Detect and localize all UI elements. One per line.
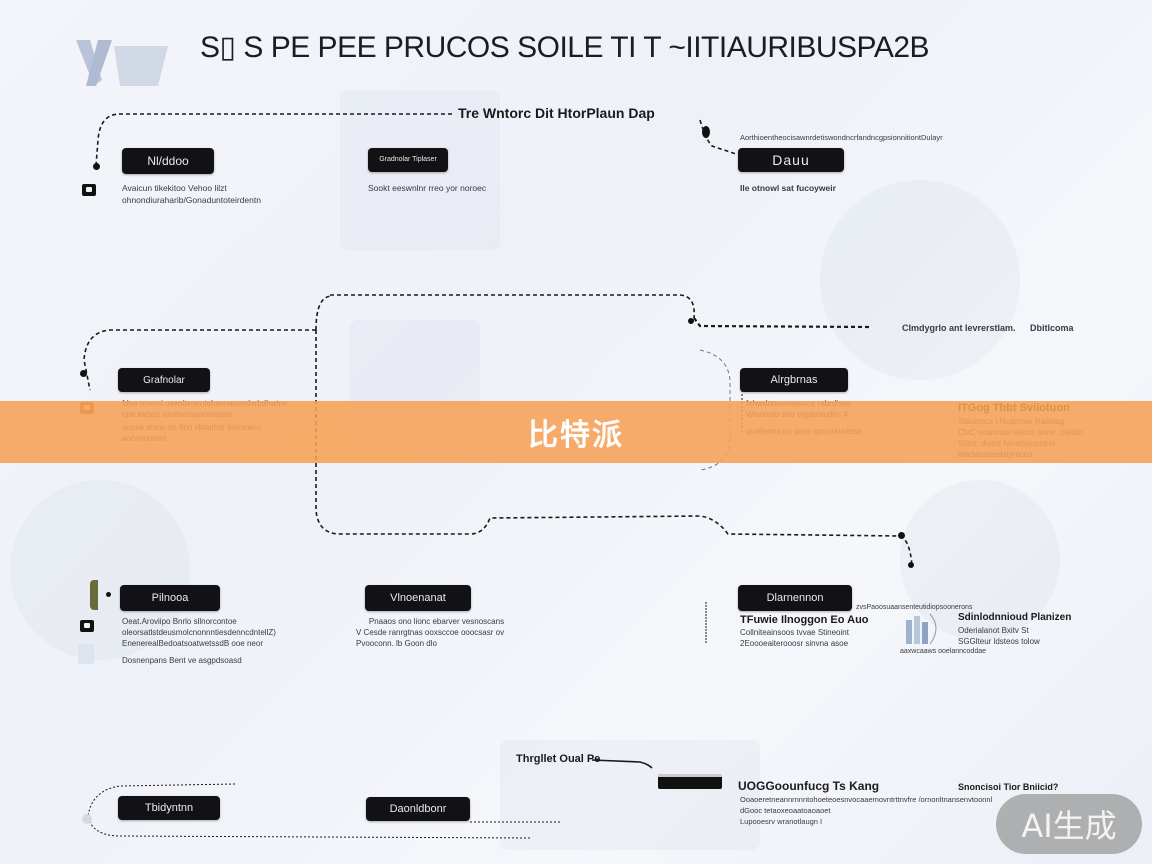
image-icon xyxy=(82,184,96,196)
building-icon xyxy=(906,613,937,645)
node-pill-n10[interactable]: Tbidyntnn xyxy=(118,796,220,820)
banner-text: 比特派 xyxy=(528,418,624,453)
connector-node-dot xyxy=(908,562,914,568)
brand-logo-icon xyxy=(76,40,168,86)
connector-node-dot xyxy=(898,532,905,539)
bottom-bar-element xyxy=(658,774,722,789)
connector-node-dot xyxy=(106,592,111,597)
background-blob xyxy=(10,480,190,660)
node-pill-n11[interactable]: Daonldbonr xyxy=(366,797,470,821)
node-note-n9: zvsPaoosuaansenteutidiopsoonerons xyxy=(856,604,973,611)
node-heading-n8: TFuwie Ilnoggon Eo Auo xyxy=(740,614,869,626)
background-blob xyxy=(900,480,1060,640)
bottom-center-label: Thrgllet Oual Pe xyxy=(516,753,601,765)
node-heading-n12: UOGGoounfucg Ts Kang xyxy=(738,779,880,793)
node-desc-n12: Ooaoeretneannrnnntohoeteoesnvocaaemovntr… xyxy=(740,795,993,826)
background-panel xyxy=(500,740,760,850)
arrow-label-2: Dbitlcoma xyxy=(1030,323,1074,333)
arrow-label-1: Clmdygrlo ant Ievrerstlam. xyxy=(902,323,1016,333)
node-pill-n5[interactable]: Alrgbrnas xyxy=(740,368,848,392)
image-icon xyxy=(80,620,94,632)
ai-generated-watermark: AI生成 xyxy=(996,794,1142,854)
overlay-banner: 比特派 xyxy=(0,401,1152,463)
node-pill-n2[interactable]: Gradnolar Tiplaser xyxy=(368,148,448,172)
node-pill-n4[interactable]: Grafnolar xyxy=(118,368,210,392)
bottom-right-label: Snoncisoi Tior Bniicid? xyxy=(958,782,1059,792)
node-pill-n7[interactable]: Vlnoenanat xyxy=(365,585,471,611)
node-pill-n3[interactable]: Dauu xyxy=(738,148,844,172)
node-note-n3: Aorthioentheocisawnrdetiswondncrfandncgp… xyxy=(740,133,943,142)
connector-node-dot xyxy=(688,318,694,324)
connector-node-dot xyxy=(93,163,100,170)
node-pill-n8[interactable]: Dlarnennon xyxy=(738,585,852,611)
node-subnote-n9: aaxwcaaws ooelanncoddae xyxy=(900,648,987,655)
node-desc-n3: Ile otnowl sat fucoyweir xyxy=(740,183,836,193)
background-blob xyxy=(820,180,1020,380)
panel-icon xyxy=(78,644,94,664)
node-pill-n6[interactable]: Pilnooa xyxy=(120,585,220,611)
diagram-subtitle: Tre Wntorc Dit HtorPlaun Dap xyxy=(458,105,655,121)
watermark-text: AI生成 xyxy=(1021,807,1117,845)
connector-node-dot xyxy=(80,370,87,377)
node-desc-n2: Sookt eeswnlnr rreo yor noroec xyxy=(368,183,487,193)
side-bar-decoration xyxy=(90,580,98,610)
diagram-title: S▯ S PE PEE PRUCOS SOILE TI T ~IITIAURIB… xyxy=(200,31,930,64)
circle-node xyxy=(82,814,92,824)
connector-node-dot xyxy=(702,126,710,138)
node-heading-n9: Sdinlodnnioud Planizen xyxy=(958,612,1072,623)
node-pill-n1[interactable]: Nl/ddoo xyxy=(122,148,214,174)
